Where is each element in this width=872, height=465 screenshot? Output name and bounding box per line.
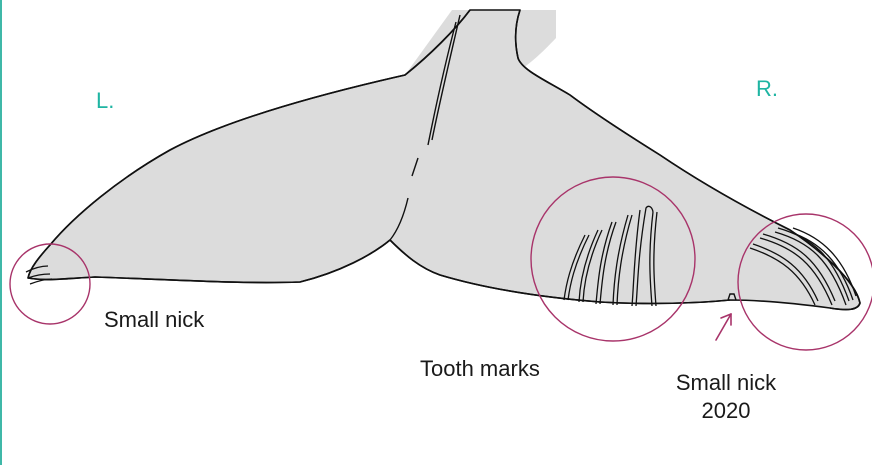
- annotation-right-nick: Small nick 2020: [656, 372, 796, 422]
- side-label-left: L.: [96, 90, 114, 112]
- annotation-right-nick-line1: Small nick: [656, 372, 796, 394]
- annotation-right-nick-line2: 2020: [656, 400, 796, 422]
- arrow-up-icon: [716, 314, 731, 340]
- annotation-left-tip: Small nick: [104, 309, 204, 331]
- side-label-right: R.: [756, 78, 778, 100]
- annotation-tooth-marks: Tooth marks: [420, 358, 540, 380]
